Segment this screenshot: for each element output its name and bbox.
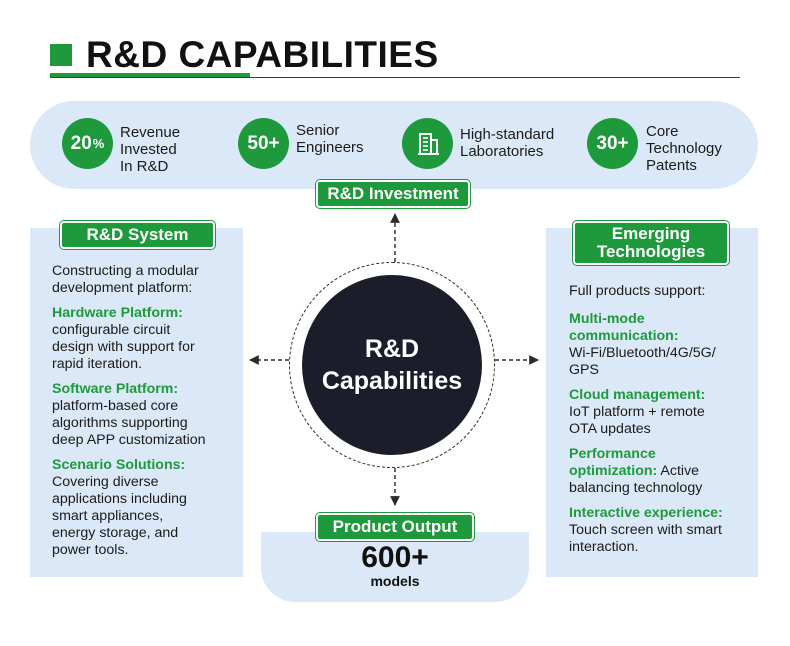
page-title: R&D CAPABILITIES	[86, 34, 439, 75]
scenario-heading: Scenario Solutions:	[52, 457, 186, 473]
multimode-heading: Multi-mode communication:	[569, 311, 679, 344]
rd-investment-tag: R&D Investment	[316, 180, 470, 208]
center-title-line2: Capabilities	[321, 367, 463, 395]
cloud-heading: Cloud management:	[569, 387, 706, 403]
center-title-line1: R&D	[364, 335, 420, 363]
software-heading: Software Platform:	[52, 381, 179, 397]
title-divider	[50, 77, 740, 78]
product-output-tag: Product Output	[316, 513, 474, 541]
title-square-icon	[50, 44, 72, 66]
stat-engineers-badge: 50+	[238, 118, 289, 169]
output-value: 600+	[361, 541, 429, 574]
output-panel	[261, 532, 529, 602]
title-accent-bar	[50, 73, 250, 77]
output-unit: models	[370, 573, 420, 589]
rd-system-panel	[30, 228, 243, 577]
stat-revenue-badge: 20%	[62, 118, 113, 169]
building-icon	[402, 118, 453, 169]
center-dashed-ring	[289, 262, 495, 468]
emerging-tech-panel	[546, 228, 758, 577]
interactive-heading: Interactive experience:	[569, 505, 723, 521]
emerging-tech-content: Full products support: Multi-mode commun…	[569, 283, 755, 556]
performance-heading: Performance	[569, 446, 656, 462]
stat-patents-badge: 30+	[587, 118, 638, 169]
rd-system-content: Constructing a modular development platf…	[52, 263, 238, 559]
rd-system-tag: R&D System	[60, 221, 215, 249]
hardware-heading: Hardware Platform:	[52, 305, 183, 321]
center-circle: R&D Capabilities	[302, 275, 482, 455]
